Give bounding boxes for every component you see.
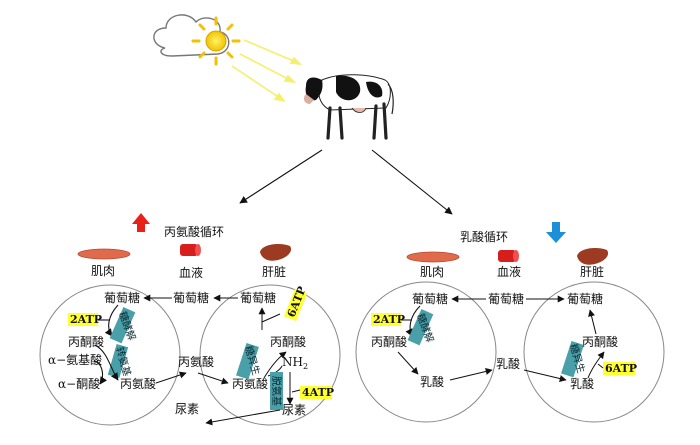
- left-enzyme-deam-box: [270, 372, 283, 410]
- up-arrow-icon: [132, 213, 150, 232]
- liver-icon-right: [577, 248, 609, 265]
- arrow-aa-to-ketoacid: [93, 360, 108, 385]
- arrow-pyruvate-to-lactate-muscle: [397, 351, 419, 375]
- arrow-to-lactate-cycle: [371, 149, 453, 215]
- left-alanine-blood: 丙氨酸: [178, 354, 214, 369]
- arrow-alanine-to-pyruvate-liver: [263, 351, 287, 379]
- right-lactate-liver: 乳酸: [570, 376, 594, 391]
- right-6atp-highlight: [603, 362, 635, 375]
- left-6atp-highlight: [283, 288, 308, 322]
- right-2atp-highlight: [371, 313, 401, 326]
- arrow-muscle-to-blood-alanine: [155, 371, 187, 384]
- arrow-pyruvate-to-alanine: [94, 344, 119, 381]
- atp-input-liver-r: [597, 363, 604, 369]
- liver-label-left: 肝脏: [262, 264, 286, 279]
- right-glucose-muscle: 葡萄糖: [412, 291, 448, 306]
- left-alpha-amino-acid: α−氨基酸: [48, 352, 102, 367]
- blood-vessel-icon-left: [180, 244, 201, 256]
- left-2atp-highlight: [68, 313, 98, 326]
- left-glucose-blood: 葡萄糖: [173, 290, 209, 305]
- muscle-icon-left: [77, 248, 131, 260]
- left-urea-liver: 尿素: [282, 403, 306, 417]
- arrow-to-alanine-cycle: [239, 149, 323, 204]
- arrow-glycolysis-muscle: [104, 304, 119, 337]
- left-4atp-highlight: [300, 386, 332, 399]
- arrow-lactate-to-pyruvate-liver: [587, 351, 605, 379]
- blood-vessel-icon-right: [498, 250, 519, 262]
- muscle-cell-right: [355, 281, 497, 423]
- atp-input-urea: [291, 389, 301, 393]
- right-lactate-blood: 乳酸: [496, 356, 520, 371]
- liver-label-right: 肝脏: [580, 264, 604, 279]
- blood-label-right: 血液: [497, 264, 521, 279]
- right-glucose-liver: 葡萄糖: [567, 291, 603, 306]
- arrow-liver-to-blood-urea: [205, 409, 281, 426]
- right-enzyme-glycolysis-box: [407, 309, 434, 346]
- right-lactate-muscle: 乳酸: [420, 374, 444, 389]
- liver-icon-left: [260, 244, 292, 261]
- alanine-cycle-title: 丙氨酸循环: [164, 224, 224, 239]
- arrow-muscle-to-blood-lactate: [449, 368, 493, 381]
- left-pyruvate-liver: 丙酮酸: [270, 334, 306, 349]
- down-arrow-icon: [546, 222, 566, 243]
- muscle-label-left: 肌肉: [91, 264, 115, 278]
- left-nh2: NH2: [282, 355, 308, 371]
- left-enzyme-gluconeo-box: [236, 342, 259, 380]
- left-glucose-liver: 葡萄糖: [240, 290, 276, 305]
- right-pyruvate-muscle: 丙酮酸: [371, 334, 407, 349]
- left-atp-liver: 6ATP: [285, 285, 309, 320]
- arrow-blood-to-liver-lactate: [523, 369, 567, 382]
- left-alpha-keto-acid: α−酮酸: [58, 376, 100, 391]
- sun-icon: [191, 16, 241, 66]
- muscle-icon-right: [406, 251, 460, 263]
- atp-input-liver: [261, 313, 281, 323]
- lactate-cycle-title: 乳酸循环: [460, 229, 508, 244]
- left-urea-blood: 尿素: [175, 402, 199, 416]
- cow-icon: [303, 74, 394, 140]
- left-atp-muscle: 2ATP: [70, 313, 102, 326]
- arrow-pyruvate-to-glucose-liver-r: [588, 309, 597, 335]
- left-alanine-liver: 丙氨酸: [232, 376, 268, 391]
- right-enzyme-gluconeo-box: [561, 340, 584, 378]
- right-atp-liver: 6ATP: [605, 362, 637, 375]
- liver-cell-left: [199, 284, 341, 426]
- left-glucose-muscle: 葡萄糖: [104, 290, 140, 305]
- muscle-cell-left: [39, 284, 181, 426]
- left-enzyme-glycolysis-box: [109, 307, 136, 344]
- blood-label-left: 血液: [179, 265, 203, 280]
- liver-cell-right: [523, 281, 665, 423]
- right-pyruvate-liver: 丙酮酸: [582, 334, 618, 349]
- nh2-branch: [267, 365, 283, 377]
- right-glucose-blood: 葡萄糖: [488, 291, 524, 306]
- right-atp-muscle: 2ATP: [373, 313, 405, 326]
- sun-rays: [231, 39, 303, 103]
- arrow-blood-to-liver-alanine: [197, 372, 229, 385]
- left-atp-urea: 4ATP: [302, 386, 334, 399]
- muscle-label-right: 肌肉: [420, 265, 444, 279]
- left-enzyme-deamination: 脱氨基: [270, 376, 283, 406]
- left-alanine-muscle: 丙氨酸: [120, 376, 156, 391]
